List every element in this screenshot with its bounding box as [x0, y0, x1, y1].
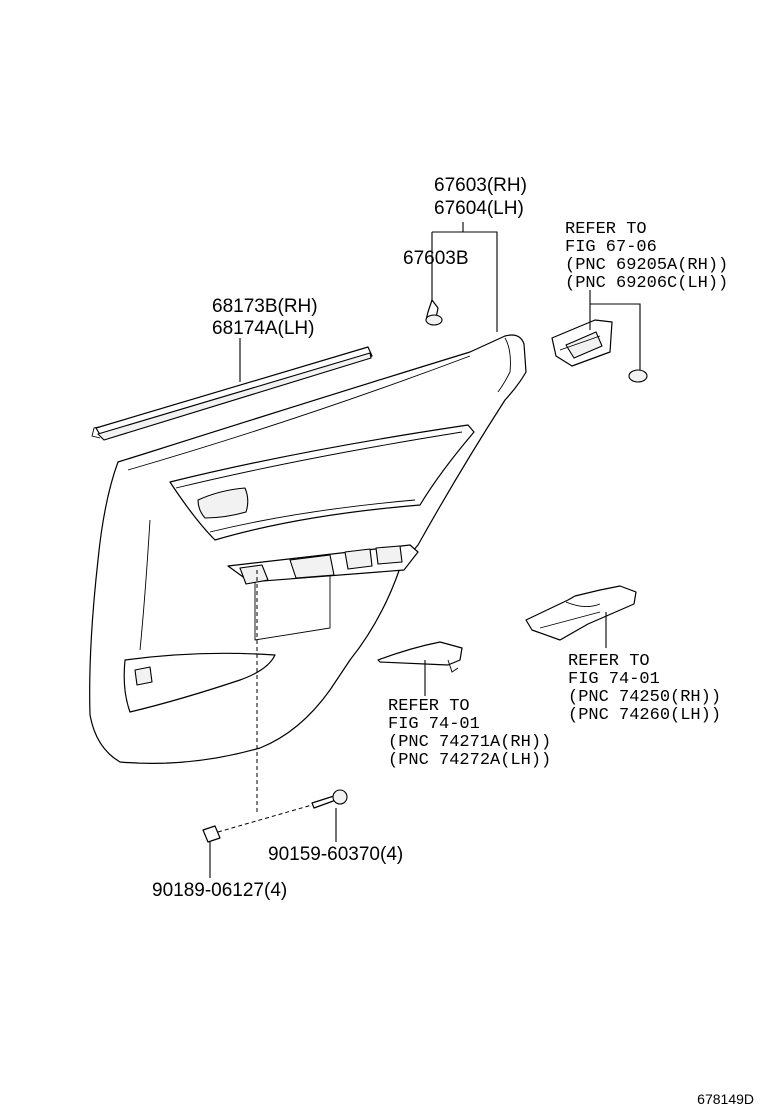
label-armrest-ref-line4: (PNC 74260(LH)) [568, 706, 721, 725]
trim-clip [425, 299, 443, 326]
label-cover-ref-line3: (PNC 74271A(RH)) [388, 733, 551, 752]
label-cover-ref-line2: FIG 74-01 [388, 715, 480, 734]
label-door-trim-lh: 67604(LH) [434, 198, 524, 219]
label-cover-ref-line4: (PNC 74272A(LH)) [388, 751, 551, 770]
leader-lines [209, 222, 641, 878]
label-weatherstrip-rh: 68173B(RH) [212, 296, 318, 317]
label-screw: 90159-60370(4) [268, 844, 403, 865]
label-handle-ref-line1: REFER TO [565, 220, 647, 239]
door-trim-panel [89, 334, 527, 764]
label-armrest-ref-line1: REFER TO [568, 652, 650, 671]
label-armrest-ref-line2: FIG 74-01 [568, 670, 660, 689]
armrest-cover [525, 585, 637, 641]
nut [202, 825, 221, 843]
label-handle-ref-line4: (PNC 69206C(LH)) [565, 274, 728, 293]
inside-handle [551, 319, 648, 383]
label-weatherstrip-lh: 68174A(LH) [212, 318, 314, 339]
small-cover [377, 641, 463, 673]
label-nut: 90189-06127(4) [152, 880, 287, 901]
door-weatherstrip [91, 346, 373, 441]
label-door-trim-rh: 67603(RH) [434, 175, 527, 196]
figure-id: 678149D [697, 1091, 754, 1107]
label-clip: 67603B [403, 248, 469, 269]
label-handle-ref-line2: FIG 67-06 [565, 238, 657, 257]
label-cover-ref-line1: REFER TO [388, 697, 470, 716]
label-armrest-ref-line3: (PNC 74250(RH)) [568, 688, 721, 707]
label-handle-ref-line3: (PNC 69205A(RH)) [565, 256, 728, 275]
screw [311, 789, 348, 809]
